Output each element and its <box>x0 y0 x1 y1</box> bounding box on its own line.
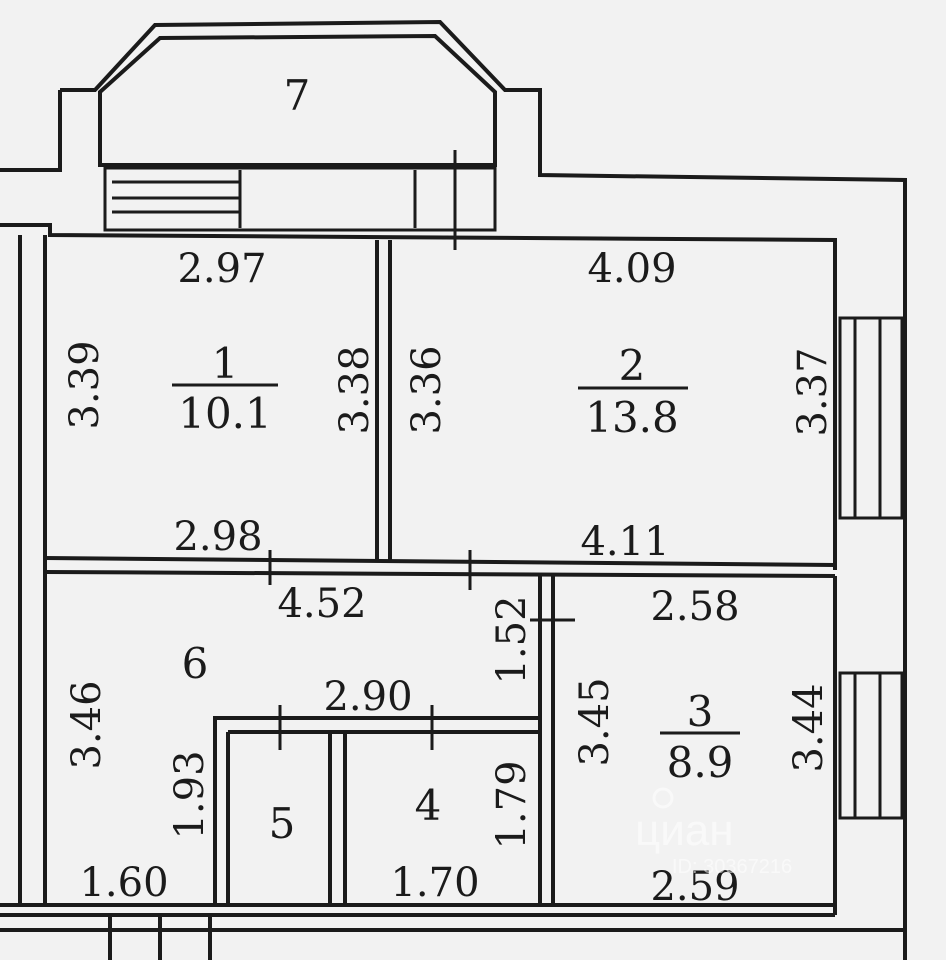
dim-r6-left: 3.46 <box>64 680 110 769</box>
dim-r1-bottom: 2.98 <box>173 514 262 560</box>
dim-r2-top: 4.09 <box>587 246 676 292</box>
location-pin-icon <box>652 787 674 809</box>
dim-r2-bottom: 4.11 <box>580 519 669 565</box>
room-7-number: 7 <box>284 71 311 120</box>
dim-r4-right: 1.79 <box>489 760 535 849</box>
watermark-id: ID: 30367216 <box>672 856 792 878</box>
dim-r1-left: 3.39 <box>62 340 108 429</box>
dim-r1-right: 3.38 <box>332 345 378 434</box>
dim-r6-low-left: 1.93 <box>167 750 213 839</box>
balcony-outline <box>0 19 907 960</box>
dim-r3-top: 2.58 <box>650 584 739 630</box>
right-windows <box>838 316 904 820</box>
room-4-number: 4 <box>415 781 442 830</box>
dim-r3-right: 3.44 <box>786 683 832 772</box>
walls <box>0 235 905 960</box>
room-1-area: 10.1 <box>178 389 272 438</box>
room-2-number: 2 <box>619 341 646 390</box>
fraction-bars <box>172 383 740 735</box>
dim-r6-right: 1.52 <box>489 595 535 684</box>
room-6-number: 6 <box>182 639 209 688</box>
room-2-area: 13.8 <box>585 393 679 442</box>
watermark-brand: циан <box>635 806 734 855</box>
tick-marks <box>268 550 575 750</box>
room-3-number: 3 <box>687 687 714 736</box>
dim-r6-bottom: 1.60 <box>79 860 168 906</box>
dim-r2-left: 3.36 <box>404 345 450 434</box>
dim-r3-bottom: 2.59 <box>650 864 739 910</box>
dim-r2-right: 3.37 <box>790 347 836 436</box>
watermark: циан ID: 30367216 <box>635 787 792 878</box>
balcony-window <box>103 150 497 250</box>
room-1-number: 1 <box>212 339 239 388</box>
dim-r6-top: 4.52 <box>277 581 366 627</box>
dim-r1-top: 2.97 <box>177 246 266 292</box>
dim-r6-mid: 2.90 <box>323 674 412 720</box>
dim-r3-left: 3.45 <box>572 677 618 766</box>
room-3-area: 8.9 <box>667 738 734 787</box>
dim-r4-bottom: 1.70 <box>390 860 479 906</box>
room-5-number: 5 <box>269 799 296 848</box>
